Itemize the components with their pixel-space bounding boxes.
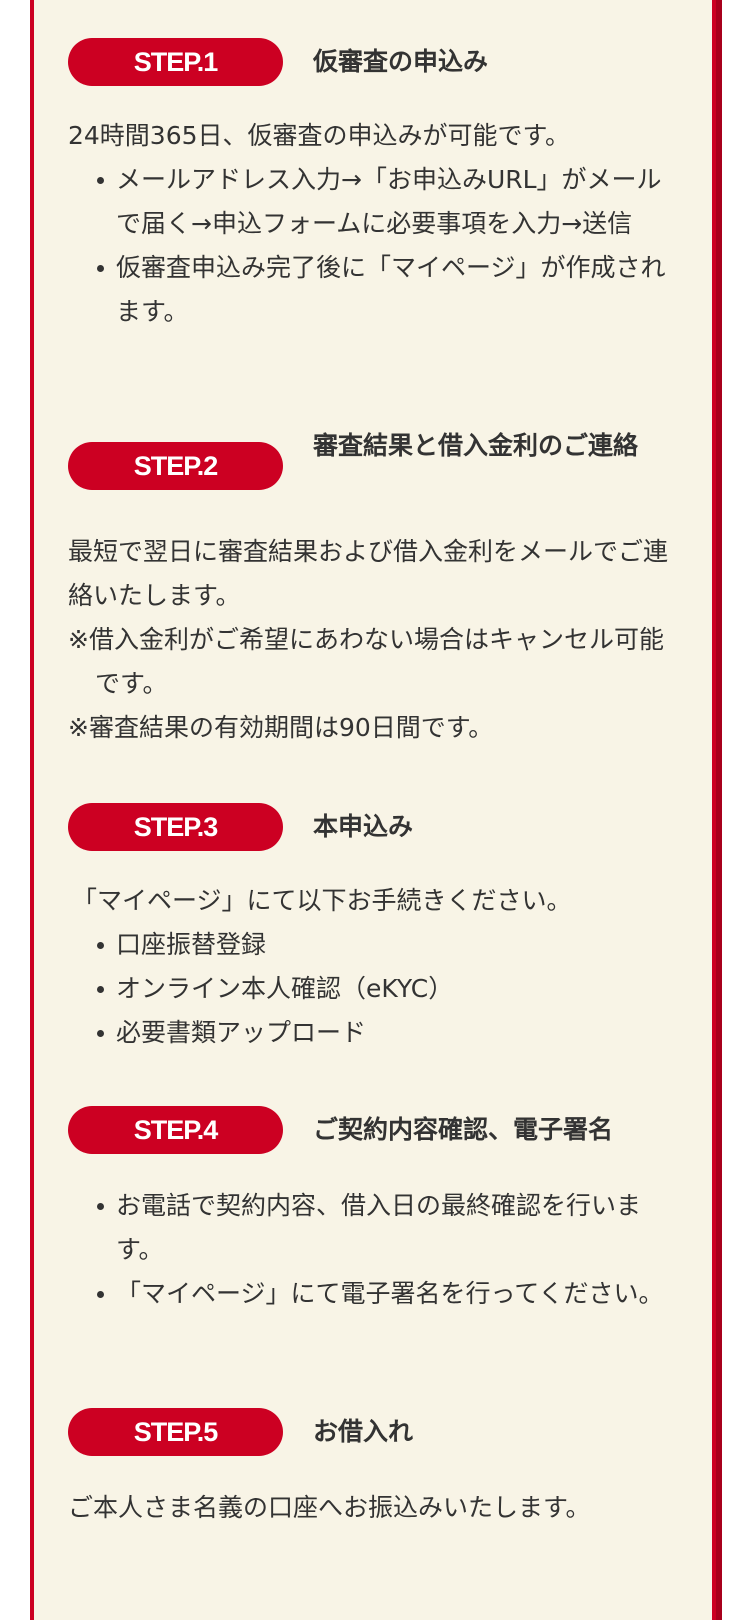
step-body: 「マイページ」にて以下お手続きください。 口座振替登録 オンライン本人確認（eK… bbox=[68, 879, 668, 1055]
note: ※借入金利がご希望にあわない場合はキャンセル可能です。 bbox=[68, 625, 664, 698]
step-1: STEP.1 仮審査の申込み 24時間365日、仮審査の申込みが可能です。 メー… bbox=[68, 38, 668, 334]
step-badge: STEP.5 bbox=[68, 1408, 283, 1456]
step-title: ご契約内容確認、電子署名 bbox=[313, 1115, 614, 1144]
step-body: 最短で翌日に審査結果および借入金利をメールでご連絡いたします。 ※借入金利がご希… bbox=[68, 530, 668, 750]
step-badge: STEP.4 bbox=[68, 1106, 283, 1154]
bullet-list: お電話で契約内容、借入日の最終確認を行います。 「マイページ」にて電子署名を行っ… bbox=[68, 1184, 668, 1316]
step-title: 審査結果と借入金利のご連絡 bbox=[313, 431, 639, 460]
step-header: STEP.3 本申込み bbox=[68, 803, 668, 851]
step-body: ご本人さま名義の口座へお振込みいたします。 bbox=[68, 1486, 668, 1530]
step-4: STEP.4 ご契約内容確認、電子署名 お電話で契約内容、借入日の最終確認を行い… bbox=[68, 1106, 668, 1316]
list-item: オンライン本人確認（eKYC） bbox=[97, 967, 668, 1011]
bullet-list: メールアドレス入力→「お申込みURL」がメールで届く→申込フォームに必要事項を入… bbox=[68, 158, 668, 334]
step-2: STEP.2 審査結果と借入金利のご連絡 最短で翌日に審査結果および借入金利をメ… bbox=[68, 431, 668, 750]
step-header: STEP.5 お借入れ bbox=[68, 1408, 668, 1456]
step-header: STEP.1 仮審査の申込み bbox=[68, 38, 668, 86]
list-item: 仮審査申込み完了後に「マイページ」が作成されます。 bbox=[97, 246, 668, 334]
step-title: 本申込み bbox=[313, 812, 414, 841]
step-badge: STEP.3 bbox=[68, 803, 283, 851]
step-header: STEP.2 審査結果と借入金利のご連絡 bbox=[68, 431, 668, 490]
step-3: STEP.3 本申込み 「マイページ」にて以下お手続きください。 口座振替登録 … bbox=[68, 803, 668, 1055]
step-title: お借入れ bbox=[313, 1417, 414, 1446]
list-item: 「マイページ」にて電子署名を行ってください。 bbox=[97, 1272, 668, 1316]
step-badge: STEP.2 bbox=[68, 442, 283, 490]
step-5: STEP.5 お借入れ ご本人さま名義の口座へお振込みいたします。 bbox=[68, 1408, 668, 1530]
step-body: 24時間365日、仮審査の申込みが可能です。 メールアドレス入力→「お申込みUR… bbox=[68, 114, 668, 334]
list-item: 口座振替登録 bbox=[97, 923, 668, 967]
note: ※審査結果の有効期間は90日間です。 bbox=[68, 713, 494, 742]
step-intro: 最短で翌日に審査結果および借入金利をメールでご連絡いたします。 bbox=[68, 537, 669, 610]
step-badge: STEP.1 bbox=[68, 38, 283, 86]
bullet-list: 口座振替登録 オンライン本人確認（eKYC） 必要書類アップロード bbox=[68, 923, 668, 1055]
step-header: STEP.4 ご契約内容確認、電子署名 bbox=[68, 1106, 668, 1154]
step-title: 仮審査の申込み bbox=[313, 47, 489, 76]
step-intro: 「マイページ」にて以下お手続きください。 bbox=[72, 886, 572, 915]
list-item: お電話で契約内容、借入日の最終確認を行います。 bbox=[97, 1184, 668, 1272]
step-intro: ご本人さま名義の口座へお振込みいたします。 bbox=[68, 1493, 591, 1522]
list-item: メールアドレス入力→「お申込みURL」がメールで届く→申込フォームに必要事項を入… bbox=[97, 158, 668, 246]
list-item: 必要書類アップロード bbox=[97, 1011, 668, 1055]
step-intro: 24時間365日、仮審査の申込みが可能です。 bbox=[68, 121, 571, 150]
step-body: お電話で契約内容、借入日の最終確認を行います。 「マイページ」にて電子署名を行っ… bbox=[68, 1184, 668, 1316]
